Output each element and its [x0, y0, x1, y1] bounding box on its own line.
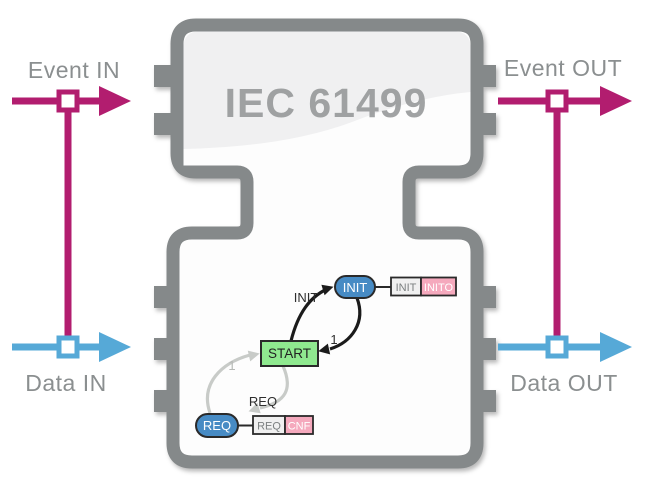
transition-label-init: INIT [294, 290, 319, 305]
data-in-connector: Data IN [12, 332, 131, 396]
ecc-state-diagram: INIT 1 1 REQ INIT INIT INITO START REQ R… [195, 275, 457, 438]
data-out-connector: Data OUT [498, 332, 632, 396]
event-in-node [56, 89, 80, 113]
state-init [334, 275, 376, 299]
event-box-inito-label: INITO [424, 282, 454, 294]
chip-highlight-swoosh [183, 92, 471, 166]
transition-req-to-start-arrowhead-icon [247, 350, 260, 362]
data-out-label: Data OUT [510, 370, 618, 396]
transition-label-req: REQ [249, 394, 277, 409]
transition-start-to-init [289, 287, 328, 342]
state-start-label: START [268, 346, 311, 361]
event-out-connector: Event OUT [498, 55, 632, 340]
data-in-label: Data IN [25, 370, 106, 396]
transition-start-to-init-arrowhead-icon [321, 284, 334, 296]
data-in-node [56, 335, 80, 359]
state-init-label: INIT [343, 280, 368, 295]
event-in-connector: Event IN [12, 57, 131, 340]
transition-label-one-right: 1 [330, 332, 337, 347]
data-out-node [545, 335, 569, 359]
event-box-init-label: INIT [396, 282, 417, 294]
event-box-req-label: REQ [257, 421, 281, 433]
function-block-chip: IEC 61499 [154, 18, 496, 469]
event-box-cnf [284, 415, 314, 435]
transition-start-to-req-arrowhead-icon [248, 402, 261, 414]
event-out-node [545, 89, 569, 113]
event-in-label: Event IN [28, 57, 120, 83]
transition-init-to-start [329, 297, 362, 351]
event-out-label: Event OUT [504, 55, 622, 81]
event-box-inito [420, 276, 457, 297]
event-in-arrowhead-icon [99, 86, 131, 116]
event-box-cnf-label: CNF [288, 421, 311, 433]
event-out-arrowhead-icon [600, 86, 632, 116]
state-start [260, 340, 319, 367]
transition-start-to-req [259, 365, 289, 410]
state-req [195, 413, 239, 438]
transition-label-one-left: 1 [228, 358, 235, 373]
transition-init-to-start-arrowhead-icon [318, 343, 331, 355]
data-out-arrowhead-icon [600, 332, 632, 362]
chip-title: IEC 61499 [225, 80, 428, 126]
transition-req-to-start [205, 353, 251, 414]
state-req-label: REQ [203, 418, 231, 433]
data-in-arrowhead-icon [99, 332, 131, 362]
